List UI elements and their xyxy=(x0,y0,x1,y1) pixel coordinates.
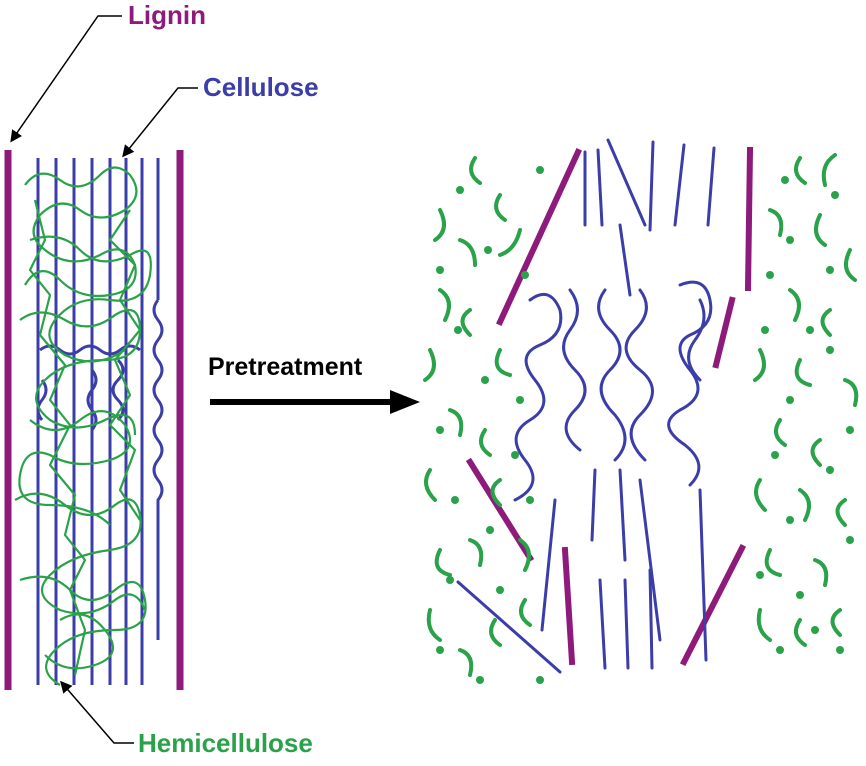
cellulose-fibers xyxy=(36,158,164,685)
hemicellulose-label: Hemicellulose xyxy=(138,728,313,758)
lignin-pointer xyxy=(10,15,122,143)
lignin-label: Lignin xyxy=(128,0,206,30)
hemicellulose-dots xyxy=(436,166,854,684)
lignin-fragments xyxy=(465,146,754,667)
pretreatment-label: Pretreatment xyxy=(208,353,363,381)
disrupted-biomass xyxy=(423,138,859,684)
hemicellulose-fragments xyxy=(423,153,859,677)
intact-biomass xyxy=(4,15,198,744)
cellulose-fragments xyxy=(456,138,716,674)
cellulose-label: Cellulose xyxy=(203,72,319,102)
pretreatment-arrow xyxy=(210,390,420,414)
label-pointers xyxy=(10,15,198,744)
cellulose-pointer xyxy=(122,87,198,158)
hemicellulose-pointer xyxy=(60,680,134,744)
hemicellulose-tangle xyxy=(14,166,152,686)
